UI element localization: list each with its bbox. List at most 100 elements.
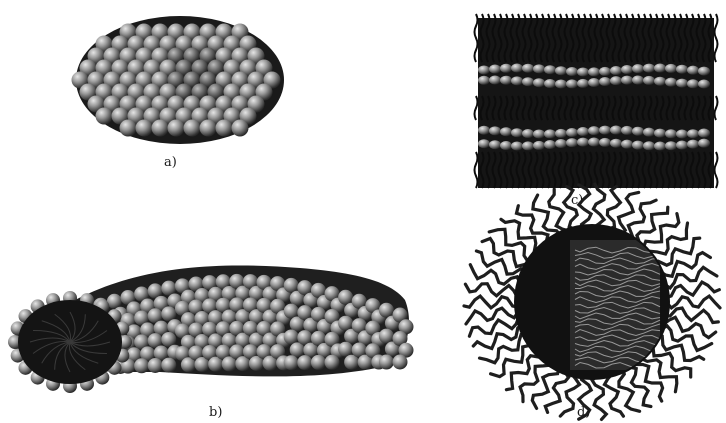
head-group-sphere xyxy=(297,355,312,370)
head-group-sphere xyxy=(676,79,688,88)
head-group-sphere xyxy=(610,126,622,135)
head-group-sphere xyxy=(511,64,523,73)
head-group-sphere xyxy=(533,141,545,150)
head-group-sphere xyxy=(577,127,589,136)
head-group-sphere xyxy=(654,129,666,138)
micelle-cross-section xyxy=(464,184,720,419)
head-group-sphere xyxy=(284,329,299,344)
head-group-sphere xyxy=(566,67,578,76)
head-group-sphere xyxy=(168,120,185,137)
head-group-sphere xyxy=(533,78,545,87)
head-group-sphere xyxy=(511,141,523,150)
head-group-sphere xyxy=(184,120,201,137)
head-group-sphere xyxy=(284,304,299,319)
head-group-sphere xyxy=(610,139,622,148)
head-group-sphere xyxy=(161,281,176,296)
head-group-sphere xyxy=(621,140,633,149)
head-group-sphere xyxy=(654,141,666,150)
head-group-sphere xyxy=(522,64,534,73)
head-group-sphere xyxy=(698,79,710,88)
head-group-sphere xyxy=(643,128,655,137)
head-group-sphere xyxy=(566,128,578,137)
head-group-sphere xyxy=(161,358,176,373)
head-group-sphere xyxy=(478,76,490,85)
head-group-sphere xyxy=(500,127,512,136)
head-group-sphere xyxy=(555,129,567,138)
head-group-sphere xyxy=(588,67,600,76)
head-group-sphere xyxy=(555,79,567,88)
head-group-sphere xyxy=(500,141,512,150)
head-group-sphere xyxy=(665,78,677,87)
head-group-sphere xyxy=(148,358,163,373)
head-group-sphere xyxy=(489,76,501,85)
head-group-sphere xyxy=(643,76,655,85)
head-group-sphere xyxy=(577,79,589,88)
head-group-sphere xyxy=(161,332,176,347)
head-group-sphere xyxy=(533,64,545,73)
head-group-sphere xyxy=(544,65,556,74)
head-group-sphere xyxy=(588,126,600,135)
head-group-sphere xyxy=(338,290,353,305)
head-group-sphere xyxy=(610,66,622,75)
head-group-sphere xyxy=(588,78,600,87)
head-group-sphere xyxy=(120,120,137,137)
head-group-sphere xyxy=(325,355,340,370)
head-group-sphere xyxy=(687,66,699,75)
head-group-sphere xyxy=(136,120,153,137)
head-group-sphere xyxy=(134,358,149,373)
head-group-sphere xyxy=(632,76,644,85)
head-group-sphere xyxy=(687,140,699,149)
head-group-sphere xyxy=(379,329,394,344)
head-group-sphere xyxy=(489,65,501,74)
head-group-sphere xyxy=(478,126,490,135)
head-group-sphere xyxy=(599,138,611,147)
head-group-sphere xyxy=(533,129,545,138)
head-group-sphere xyxy=(632,141,644,150)
head-group-sphere xyxy=(654,64,666,73)
head-group-sphere xyxy=(522,77,534,86)
head-group-sphere xyxy=(621,126,633,135)
cylindrical-micelle xyxy=(8,265,414,393)
head-group-sphere xyxy=(96,108,113,125)
head-group-sphere xyxy=(216,120,233,137)
head-group-sphere xyxy=(284,278,299,293)
panel-label-c: c) xyxy=(571,193,583,208)
head-group-sphere xyxy=(676,129,688,138)
head-group-sphere xyxy=(698,129,710,138)
head-group-sphere xyxy=(522,129,534,138)
head-group-sphere xyxy=(665,129,677,138)
panel-label-b: b) xyxy=(209,405,222,420)
head-group-sphere xyxy=(544,79,556,88)
head-group-sphere xyxy=(152,120,169,137)
head-group-sphere xyxy=(489,140,501,149)
head-group-sphere xyxy=(676,141,688,150)
head-group-sphere xyxy=(511,76,523,85)
head-group-sphere xyxy=(566,138,578,147)
panel-label-d: d) xyxy=(577,405,590,420)
head-group-sphere xyxy=(555,66,567,75)
head-group-sphere xyxy=(379,355,394,370)
head-group-sphere xyxy=(599,67,611,76)
head-group-sphere xyxy=(698,139,710,148)
spherical-micelle xyxy=(72,16,285,144)
head-group-sphere xyxy=(489,126,501,135)
head-group-sphere xyxy=(665,141,677,150)
head-group-sphere xyxy=(544,140,556,149)
head-group-sphere xyxy=(599,77,611,86)
head-group-sphere xyxy=(687,129,699,138)
head-group-sphere xyxy=(311,355,326,370)
head-group-sphere xyxy=(544,129,556,138)
head-group-sphere xyxy=(643,64,655,73)
head-group-sphere xyxy=(200,120,217,137)
head-group-sphere xyxy=(610,76,622,85)
head-group-sphere xyxy=(599,126,611,135)
head-group-sphere xyxy=(698,67,710,76)
head-group-sphere xyxy=(478,65,490,74)
head-group-sphere xyxy=(393,355,408,370)
head-group-sphere xyxy=(511,128,523,137)
head-group-sphere xyxy=(232,120,249,137)
head-group-sphere xyxy=(577,138,589,147)
head-group-sphere xyxy=(643,141,655,150)
head-group-sphere xyxy=(338,316,353,331)
